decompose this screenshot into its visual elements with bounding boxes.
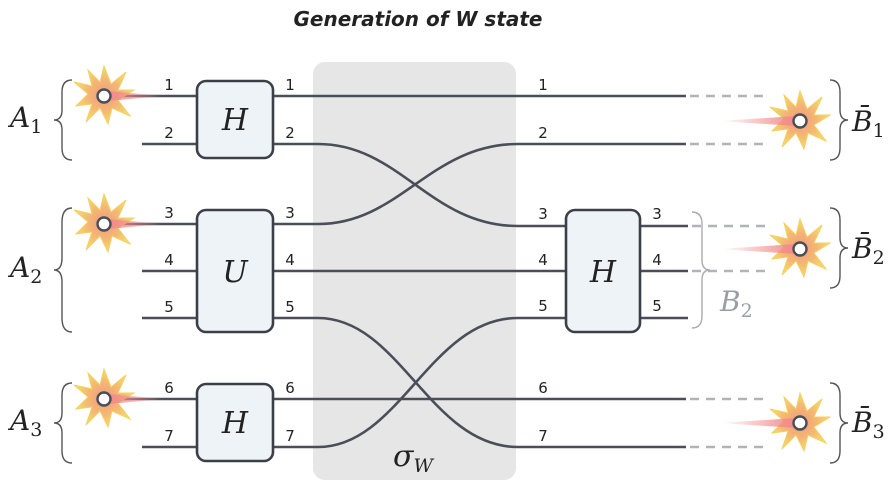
brace-b3: [829, 382, 849, 464]
photon-source-burst-icon: [73, 192, 166, 254]
sigma-w-label: σW: [393, 439, 434, 477]
unitary-gate: [195, 208, 275, 334]
mode-number: 3: [285, 204, 295, 222]
mode-number: 6: [538, 379, 548, 397]
photon-detector-burst-icon: [720, 217, 832, 279]
mode-number: 2: [285, 124, 295, 142]
mode-number: 1: [164, 76, 174, 94]
diagram-title: Generation of W state: [293, 7, 542, 31]
party-a2-label: A2: [7, 251, 42, 288]
party-b3-label: B̄3: [851, 405, 885, 443]
photon-source-burst-icon: [73, 367, 166, 429]
hadamard-gate-3: [195, 382, 275, 463]
photon-detector-burst-icon: [720, 391, 832, 453]
mode-number: 5: [538, 297, 548, 315]
mode-number: 5: [164, 298, 174, 316]
mode-number: 1: [285, 76, 295, 94]
party-b2-label: B̄2: [851, 231, 885, 269]
mode-number: 2: [538, 124, 548, 142]
mode-number: 7: [285, 427, 295, 445]
brace-a3: [53, 382, 73, 464]
photon-source-burst-icon: [73, 64, 166, 126]
mode-number: 4: [285, 251, 295, 269]
photon-detector-burst-icon: [720, 89, 832, 151]
wire-right-gate-dashed: [692, 224, 768, 273]
brace-a1: [53, 79, 73, 161]
mode-number: 5: [285, 298, 295, 316]
party-a3-label: A3: [7, 404, 42, 441]
mode-number: 7: [164, 427, 174, 445]
party-a1-label: A1: [7, 101, 42, 138]
group-b2-label: B2: [719, 285, 753, 322]
mode-number: 6: [164, 379, 174, 397]
hadamard-gate-1-label: H: [221, 103, 249, 138]
mode-number: 2: [164, 124, 174, 142]
unitary-gate-label: U: [222, 255, 249, 290]
wire-mode-7-cross: [273, 316, 566, 449]
mode-number: 4: [164, 251, 174, 269]
party-b1-label: B̄1: [851, 104, 885, 142]
hadamard-gate-right-label: H: [589, 255, 617, 290]
brace-a2: [53, 207, 73, 333]
mode-number: 3: [538, 205, 548, 223]
mode-number: 5: [652, 297, 662, 315]
mode-number: 6: [285, 379, 295, 397]
brace-b1: [829, 79, 849, 161]
hadamard-gate-1: [195, 79, 275, 160]
hadamard-gate-right: [564, 208, 642, 334]
hadamard-gate-3-label: H: [221, 406, 249, 441]
mode-number: 7: [538, 427, 548, 445]
mode-number: 3: [164, 204, 174, 222]
wire-mode-3-cross: [273, 142, 686, 226]
wire-right-gate-outputs: [640, 224, 688, 320]
mode-number: 1: [538, 76, 548, 94]
mode-number: 4: [652, 251, 662, 269]
mode-number: 3: [652, 205, 662, 223]
brace-b2: [829, 207, 849, 289]
mode-number: 4: [538, 251, 548, 269]
brace-b2-group: [691, 211, 711, 329]
